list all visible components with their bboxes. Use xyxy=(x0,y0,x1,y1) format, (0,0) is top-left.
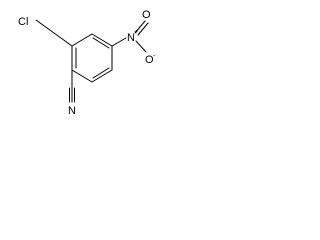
nitro-single-bond-lower xyxy=(135,40,147,53)
bond-ch2-to-cl xyxy=(35,19,55,34)
chemical-structure-diagram: Cl N N + O O - xyxy=(18,9,156,117)
nitrile-nitrogen-label: N xyxy=(68,105,76,117)
nitro-nitrogen-label: N xyxy=(127,32,135,44)
nitro-double-bond-upper-b xyxy=(137,22,149,36)
bond-ring-to-nitro-nitrogen xyxy=(111,37,127,47)
ring-bond-c2-c3 xyxy=(91,33,113,47)
ring-bond-c5-c6 xyxy=(71,69,93,83)
ring-bond-c1-c2 xyxy=(71,33,93,47)
nitro-double-bond-upper-a xyxy=(134,20,146,34)
nitro-oxygen-top-label: O xyxy=(142,9,151,21)
chloro-atom-label: Cl xyxy=(18,16,28,28)
bond-ring-to-ch2 xyxy=(53,32,73,47)
nitro-negative-charge: - xyxy=(153,53,156,60)
ring-double-bond-c2-c3 xyxy=(92,37,110,49)
nitro-oxygen-bottom-label: O xyxy=(145,54,154,66)
ring-double-bond-c4-c5 xyxy=(92,67,110,79)
ring-bond-c4-c5 xyxy=(91,69,113,83)
